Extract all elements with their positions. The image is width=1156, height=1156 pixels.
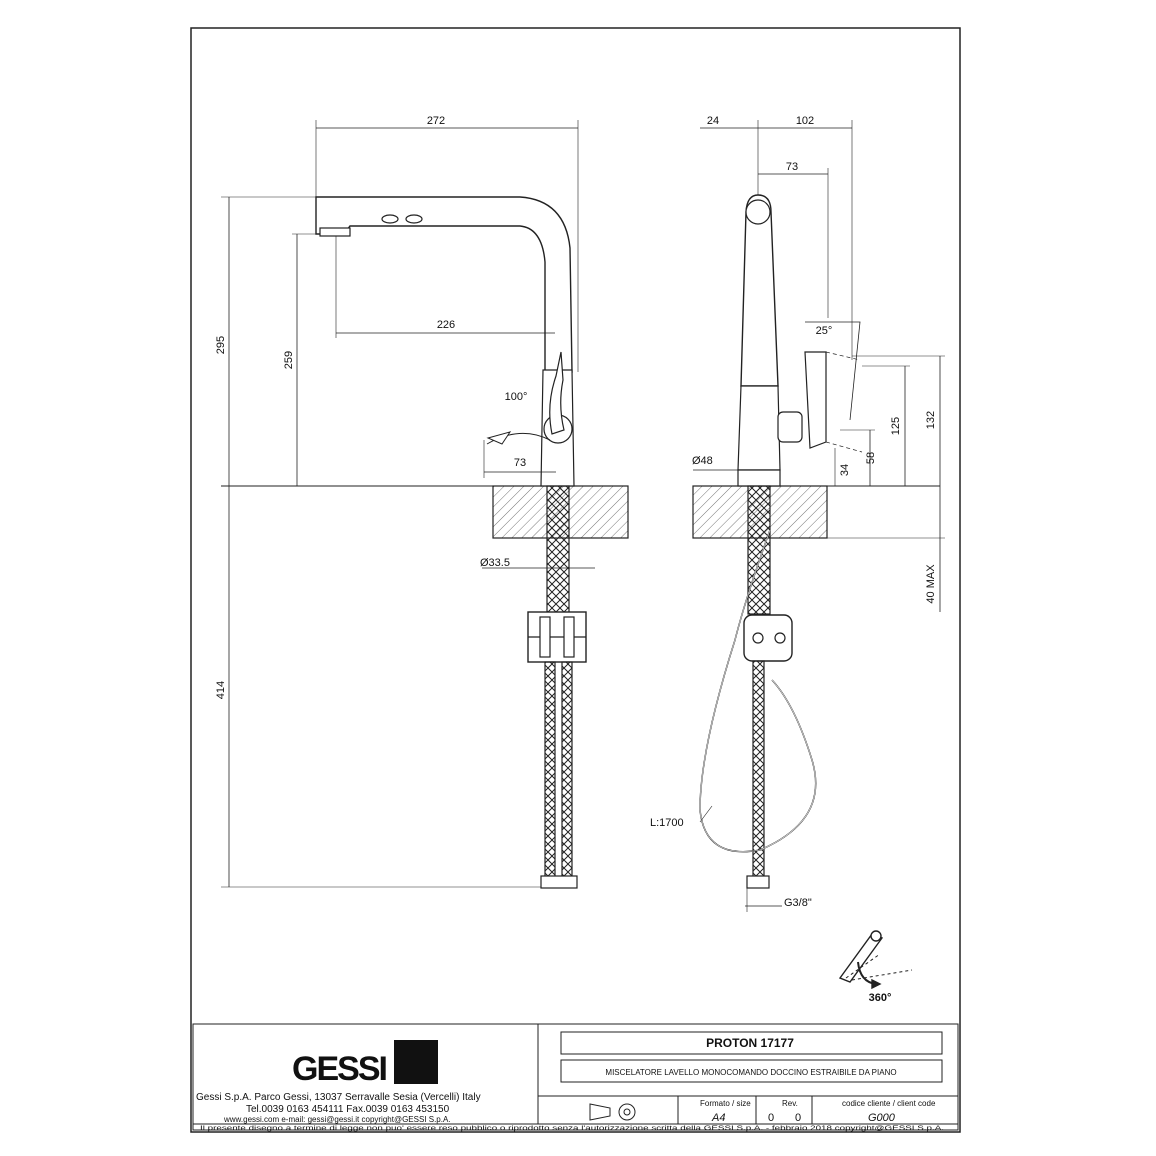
projection-symbol-icon: [589, 1103, 636, 1121]
rev-value-2: 0: [795, 1112, 801, 1124]
side-spout: [740, 194, 779, 387]
braided-hose-side: [752, 660, 765, 878]
format-value: A4: [711, 1112, 725, 1124]
dim-40-max: 40 MAX: [925, 564, 937, 604]
dim-259: 259: [283, 351, 295, 369]
dim-73-front: 73: [514, 457, 526, 469]
svg-text:GESSI: GESSI: [292, 1050, 388, 1088]
side-bracket: [743, 614, 793, 662]
dim-34: 34: [839, 464, 851, 476]
title-block: [192, 1023, 959, 1131]
format-label: Formato / size: [700, 1099, 751, 1108]
dim-414: 414: [215, 681, 227, 699]
dim-100-deg: 100°: [505, 391, 528, 403]
client-code-value: G000: [868, 1112, 896, 1124]
client-code-label: codice cliente / client code: [842, 1099, 936, 1108]
product-description: MISCELATORE LAVELLO MONOCOMANDO DOCCINO …: [605, 1068, 896, 1077]
dim-58: 58: [865, 452, 877, 464]
mixer-handle: [549, 351, 565, 435]
rotation-label: 360°: [869, 992, 892, 1004]
dim-25-deg: 25°: [816, 325, 833, 337]
front-view: [221, 120, 629, 889]
product-name: PROTON 17177: [706, 1036, 794, 1050]
dim-body-diameter: Ø33.5: [480, 557, 510, 569]
dim-hose-length: L:1700: [650, 817, 684, 829]
gessi-logo: GESSI: [292, 1040, 438, 1088]
dim-73-side: 73: [786, 161, 798, 173]
dim-132: 132: [925, 411, 937, 429]
side-view: [692, 120, 945, 912]
dim-295: 295: [215, 336, 227, 354]
sheet-border: [190, 27, 961, 1133]
dim-125: 125: [890, 417, 902, 435]
dim-272: 272: [427, 115, 445, 127]
dim-base-diameter: Ø48: [692, 455, 713, 467]
spout-head: [315, 196, 573, 373]
braided-hose-front-2: [561, 661, 573, 878]
rev-value-1: 0: [768, 1112, 774, 1124]
dim-102: 102: [796, 115, 814, 127]
company-web: www.gessi.com e-mail: gessi@gessi.it cop…: [223, 1115, 451, 1124]
braided-hose-front-1: [544, 661, 556, 878]
rotation-360-icon: [838, 930, 913, 990]
company-phone: Tel.0039 0163 454111 Fax.0039 0163 45315…: [246, 1104, 450, 1115]
dim-226: 226: [437, 319, 455, 331]
dim-24: 24: [707, 115, 719, 127]
company-address: Gessi S.p.A. Parco Gessi, 13037 Serraval…: [196, 1092, 481, 1103]
dim-connection: G3/8": [784, 897, 812, 909]
legal-notice: Il presente disegno a termine di legge n…: [200, 1125, 944, 1132]
rev-label: Rev.: [782, 1099, 798, 1108]
